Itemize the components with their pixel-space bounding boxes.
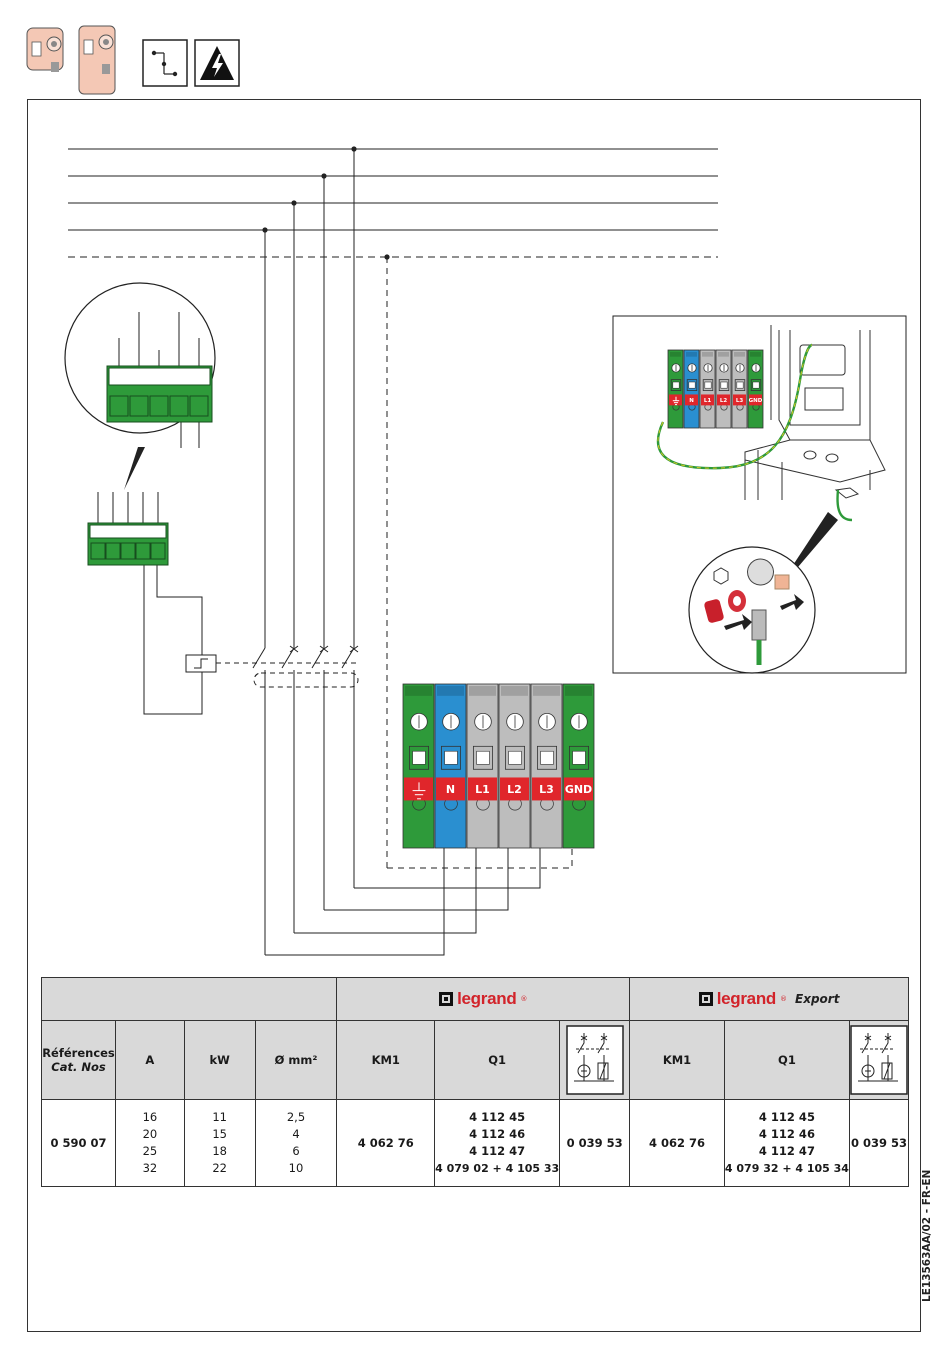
section-value: 2,5 — [286, 1110, 306, 1124]
brand-header-legrand: legrand® — [336, 977, 631, 1021]
connector-magnifier — [64, 282, 216, 490]
charger-housing-drawing — [744, 325, 886, 500]
cell-protection-legrand: 0 039 53 — [559, 1099, 631, 1187]
header-icons — [26, 25, 240, 95]
amps-value: 25 — [142, 1144, 158, 1158]
supply-bus — [68, 148, 718, 258]
charging-station-tall-icon — [78, 25, 116, 95]
earth-terminal — [402, 683, 435, 849]
cell-km1-export: 4 062 76 — [629, 1099, 725, 1187]
output-wires — [265, 848, 573, 956]
table-header-row: Références Cat. Nos A kW Ø mm² KM1 Q1 KM… — [41, 1020, 909, 1100]
legrand-logo-icon — [698, 992, 713, 1006]
cell-protection-export: 0 039 53 — [849, 1099, 909, 1187]
brand-export-label: Export — [795, 992, 840, 1006]
terminal-label-gnd: GND — [565, 783, 592, 796]
amps-value: 16 — [142, 1110, 158, 1124]
kw-value: 18 — [212, 1144, 227, 1158]
brand-header-export: legrand® Export — [629, 977, 909, 1021]
terminal-l1: L1 — [466, 683, 499, 849]
electric-hazard-icon — [194, 39, 240, 87]
header-km1-export: KM1 — [629, 1020, 725, 1100]
section-value: 6 — [292, 1144, 300, 1158]
terminal-gnd: GND — [562, 683, 595, 849]
terminal-label-n: N — [446, 783, 455, 796]
terminal-l3: L3 — [731, 349, 748, 429]
table-row: 0 590 07 16 20 25 32 11 15 18 22 2,5 4 6… — [41, 1099, 909, 1187]
kw-value: 15 — [212, 1127, 227, 1141]
header-protection-export — [849, 1020, 909, 1100]
header-q1-export: Q1 — [723, 1020, 851, 1100]
document-code: LE13563AA/02 - FR-EN — [921, 1169, 933, 1302]
brand-header-empty — [40, 977, 338, 1021]
brand-name-legrand: legrand — [457, 989, 517, 1008]
switch-circuit-icon — [142, 39, 188, 87]
header-section: Ø mm² — [254, 1020, 338, 1100]
relay-coil — [143, 565, 217, 715]
header-protection-legrand — [559, 1020, 631, 1100]
section-value: 4 — [292, 1127, 300, 1141]
brand-name-export: legrand — [716, 989, 777, 1008]
legrand-logo-icon — [439, 992, 454, 1006]
residual-current-breaker-icon — [850, 1025, 908, 1095]
charging-station-icon — [26, 27, 64, 72]
q1-value: 4 112 47 — [469, 1144, 526, 1158]
diagram-frame — [27, 99, 921, 1332]
terminal-l3: L3 — [530, 683, 563, 849]
cell-reference: 0 590 07 — [41, 1099, 116, 1187]
drop-wires — [264, 149, 388, 868]
header-references: Références Cat. Nos — [41, 1020, 116, 1100]
terminal-l1: L1 — [699, 349, 716, 429]
cell-section: 2,5 4 6 10 — [254, 1099, 338, 1187]
earth-terminal — [667, 349, 684, 429]
inset-terminal-label-l3: L3 — [736, 398, 744, 404]
residual-current-breaker-icon — [565, 1025, 624, 1095]
q1-value: 4 112 47 — [758, 1144, 815, 1158]
header-references-fr: Références — [42, 1046, 115, 1060]
inset-terminal-label-gnd: GND — [749, 398, 763, 404]
cell-q1-export: 4 112 45 4 112 46 4 112 47 4 079 32 + 4 … — [723, 1099, 851, 1187]
amps-value: 20 — [142, 1127, 158, 1141]
q1-value: 4 079 32 + 4 105 34 — [724, 1162, 849, 1175]
installation-inset: N L1 L2 L3 GND — [612, 315, 907, 674]
kw-value: 22 — [212, 1161, 227, 1175]
connector-block — [87, 492, 169, 566]
header-cat-nos: Cat. Nos — [51, 1060, 106, 1074]
cell-kw: 11 15 18 22 — [183, 1099, 256, 1187]
inset-terminal-label-l1: L1 — [704, 398, 712, 404]
terminal-block: N L1 L2 L3 GND — [402, 683, 595, 849]
header-q1-legrand: Q1 — [434, 1020, 561, 1100]
header-km1-legrand: KM1 — [336, 1020, 436, 1100]
header-amps: A — [114, 1020, 185, 1100]
cell-km1-legrand: 4 062 76 — [336, 1099, 436, 1187]
terminal-l2: L2 — [715, 349, 732, 429]
cell-q1-legrand: 4 112 45 4 112 46 4 112 47 4 079 02 + 4 … — [434, 1099, 561, 1187]
breaker-contacts — [216, 645, 360, 955]
cell-amps: 16 20 25 32 — [114, 1099, 185, 1187]
inset-terminal-label-n: N — [689, 398, 694, 404]
q1-value: 4 112 45 — [758, 1110, 815, 1124]
terminal-label-l3: L3 — [539, 783, 554, 796]
terminal-n: N — [683, 349, 700, 429]
q1-value: 4 112 46 — [758, 1127, 815, 1141]
terminal-gnd: GND — [747, 349, 764, 429]
terminal-n: N — [434, 683, 467, 849]
inset-terminal-block: N L1 L2 L3 GND — [667, 349, 764, 429]
table-brand-row: legrand® legrand® Export — [40, 977, 909, 1021]
section-value: 10 — [288, 1161, 304, 1175]
q1-value: 4 112 45 — [469, 1110, 526, 1124]
terminal-l2: L2 — [498, 683, 531, 849]
header-kw: kW — [183, 1020, 256, 1100]
q1-value: 4 079 02 + 4 105 33 — [435, 1162, 560, 1175]
amps-value: 32 — [142, 1161, 158, 1175]
terminal-label-l1: L1 — [475, 783, 490, 796]
q1-value: 4 112 46 — [469, 1127, 526, 1141]
reference-table: legrand® legrand® Export Références Cat.… — [40, 977, 909, 1187]
kw-value: 11 — [212, 1110, 227, 1124]
terminal-label-l2: L2 — [507, 783, 522, 796]
inset-terminal-label-l2: L2 — [720, 398, 728, 404]
